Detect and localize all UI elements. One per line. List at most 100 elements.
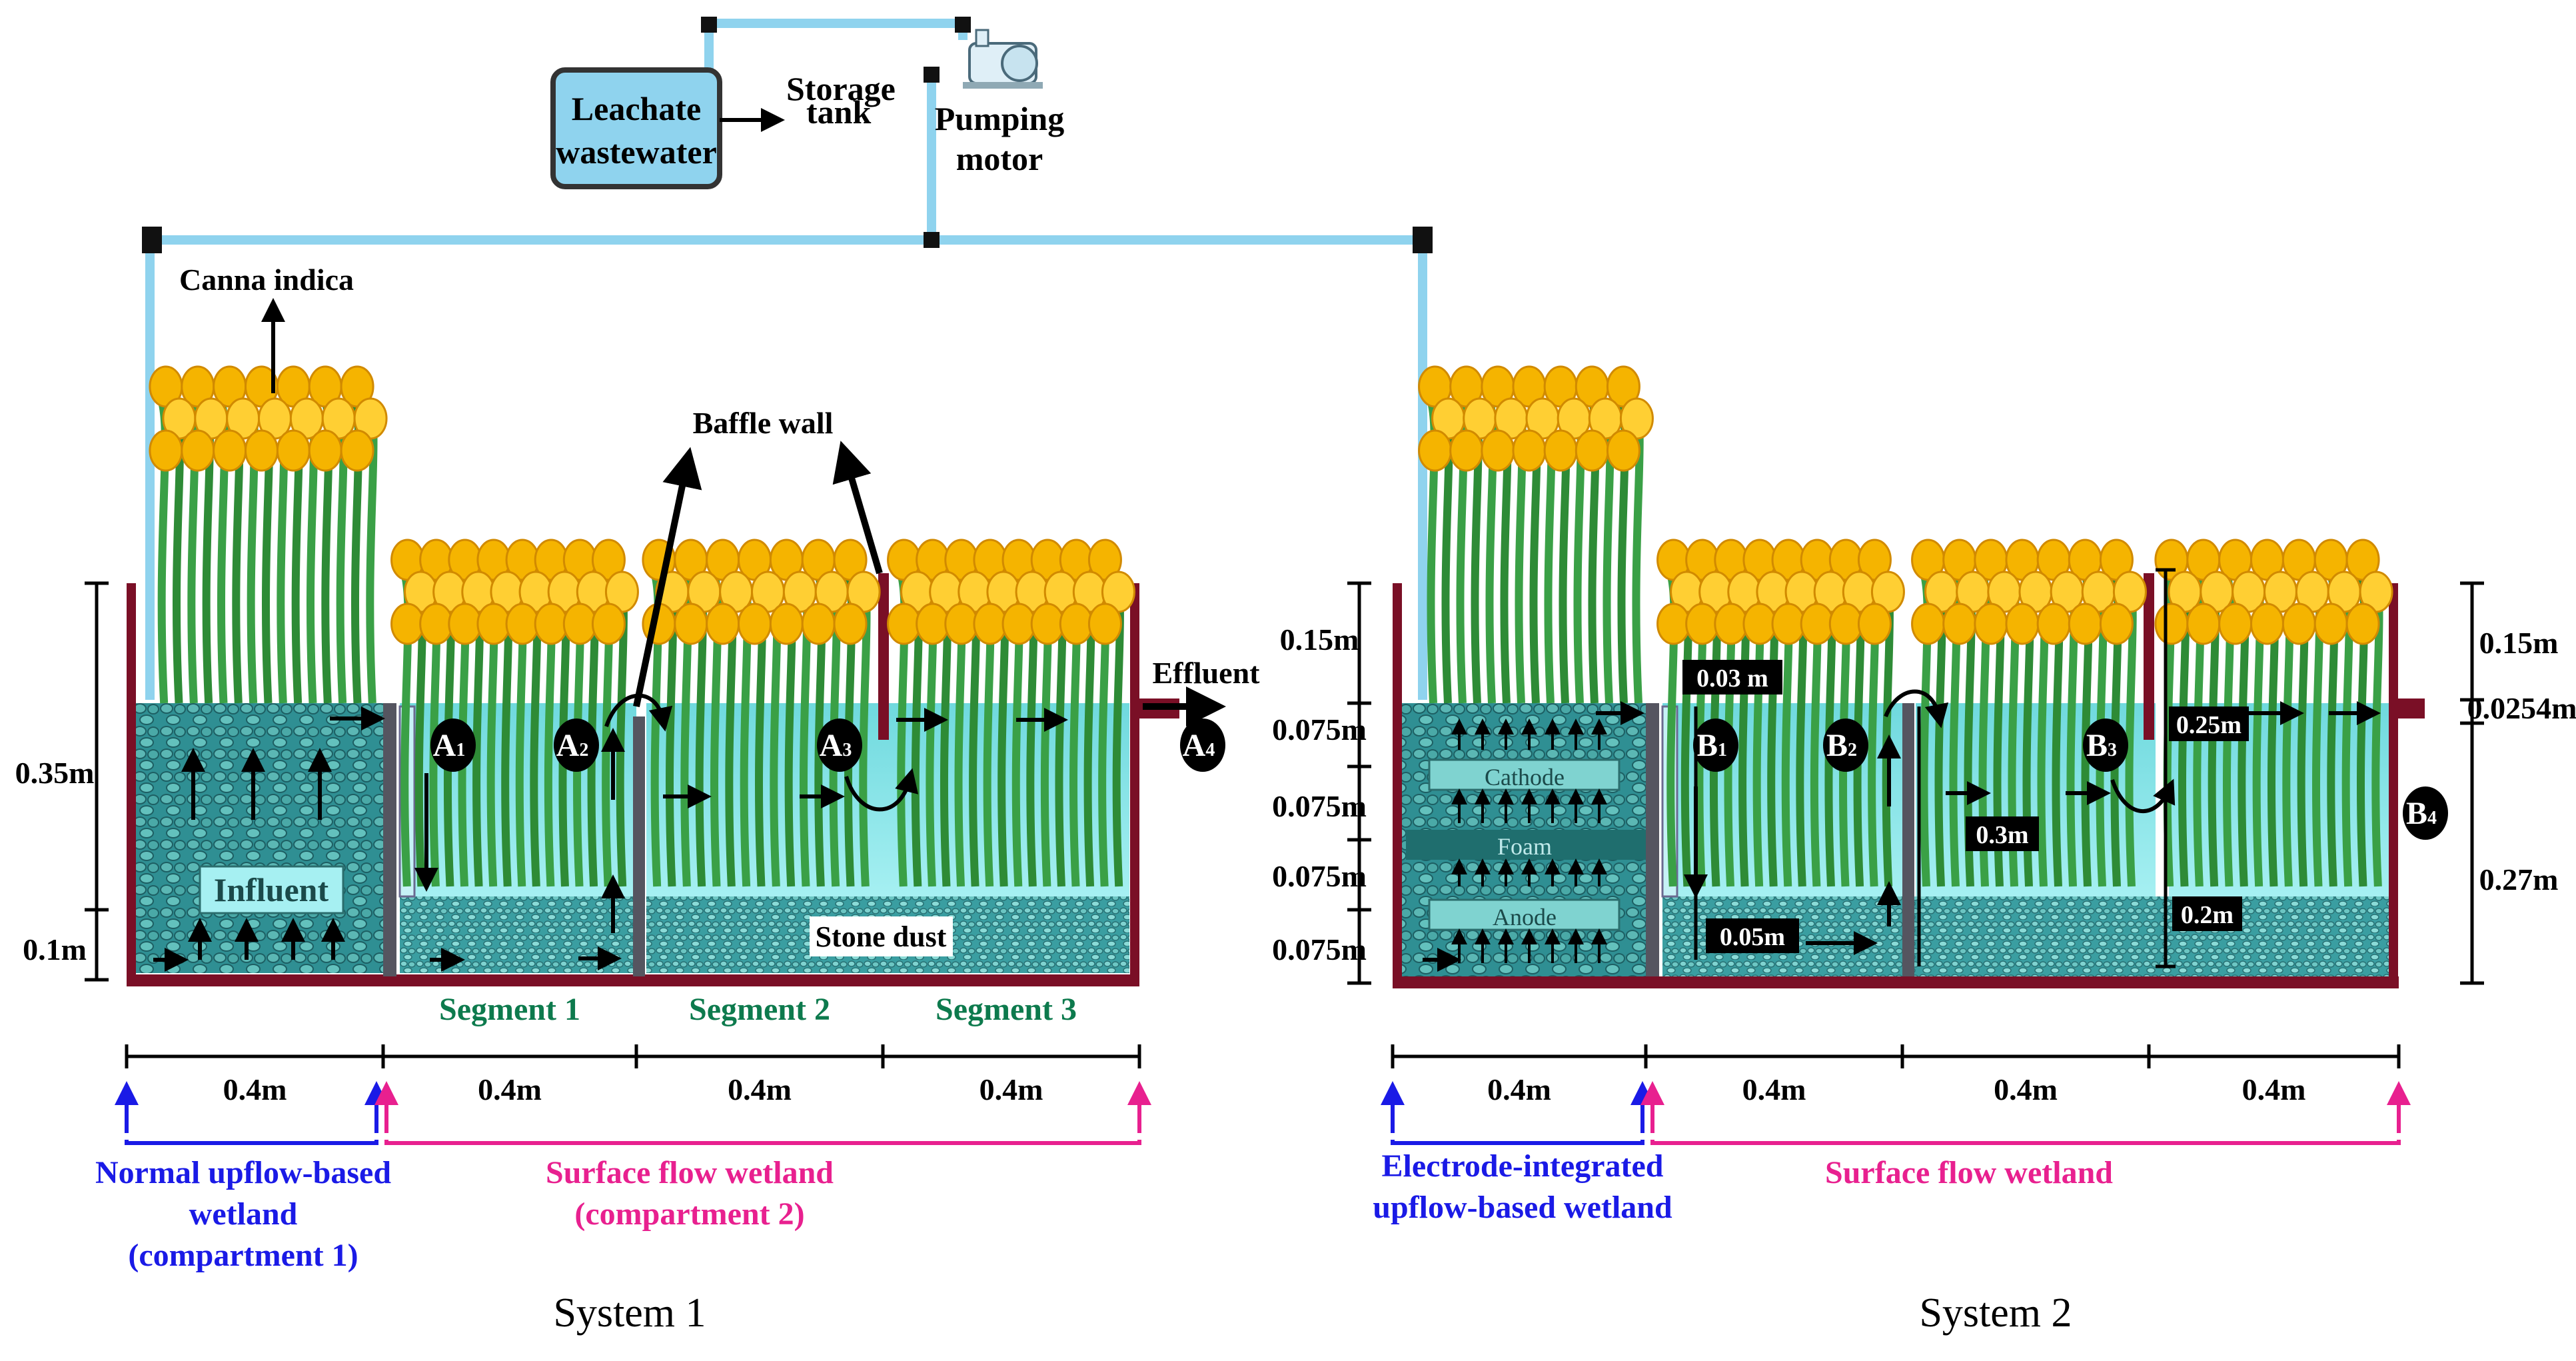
s2-cathode [1428,758,1620,791]
baffle-arrow [2110,778,2176,814]
s1-dividers [383,703,645,976]
flower [2250,603,2284,645]
s2-compartment1-line-1: Electrode-integrated [1382,1148,1664,1184]
compartment1-line-2: wetland [189,1196,298,1232]
flow-arrows [153,298,2381,972]
flower [1606,429,1640,472]
flower [1418,429,1453,472]
flower [1543,429,1578,472]
canna-plants [149,365,2393,887]
flower [308,429,342,472]
right-height-1: 0.15m [2479,626,2559,660]
anode-label: Anode [1493,904,1557,930]
flower [1911,603,1946,645]
flower [1087,603,1122,645]
flower [2036,603,2071,645]
flower [1449,429,1484,472]
flower [916,603,950,645]
pump-icon [963,29,1043,89]
baffle-pointer [633,447,702,708]
flower [674,603,708,645]
left-height-2: 0.075m [1272,712,1367,746]
influent-box [199,865,344,914]
tag-03-label: 0.3m [1976,821,2028,849]
flower [340,429,374,472]
s2-dividers [1646,703,1914,976]
tag-005-box [1706,918,1799,953]
bracket-s2-comp2 [1650,1140,2401,1145]
width-scale-s2-label-4: 0.4m [2242,1072,2306,1106]
flower [706,603,740,645]
flower [1656,603,1691,645]
flower [534,603,568,645]
flower [390,603,425,645]
s2-foam [1406,830,1646,860]
flower [562,603,597,645]
influent-label: Influent [214,871,329,908]
point-a4-label: A4 [1183,728,1215,763]
stone-dust-box [810,916,953,956]
compartment2-line-2: (compartment 2) [574,1196,804,1232]
tag-03-box [1966,816,2039,851]
baffle-arrow [844,768,919,812]
bracket-s1-comp1 [125,1140,378,1145]
flower [738,603,772,645]
flower [245,429,279,472]
flower [769,603,804,645]
compartment2-line-1: Surface flow wetland [546,1155,834,1190]
left-height-3: 0.075m [1272,789,1367,823]
width-scale-s1-label-2: 0.4m [478,1072,542,1106]
width-scale-s1-label-4: 0.4m [979,1072,1043,1106]
plant-label: Canna indica [179,263,354,297]
width-scale-s2-label-1: 0.4m [1487,1072,1551,1106]
system-2-title: System 2 [1919,1290,2072,1336]
point-b3-marker [2083,718,2128,772]
storage-box-line1: Leachate [572,90,701,127]
tag-025-box [2169,706,2249,741]
point-a4-marker [1180,718,1225,772]
flower [181,429,215,472]
segment-2-label: Segment 2 [689,992,830,1027]
s2-compartment1-line-2: upflow-based wetland [1373,1190,1672,1225]
point-b1-marker [1693,718,1738,772]
plant-s1-seg2 [642,539,881,887]
plant-s2-seg3 [2154,539,2393,887]
bracket-s2-comp1 [1391,1140,1644,1145]
tag-005-label: 0.05m [1720,923,1785,951]
right-height-2: 0.0254m [2467,691,2576,725]
flower [2218,603,2253,645]
segment-1-label: Segment 1 [439,992,580,1027]
flower [833,603,868,645]
flower [476,603,511,645]
compartment1-line-1: Normal upflow-based [95,1155,391,1190]
flower [1828,603,1863,645]
point-a1-marker [430,718,476,772]
storage-box-line2: wastewater [556,133,717,171]
plant-s1-seg3 [887,539,1135,887]
cathode-label: Cathode [1485,764,1565,790]
effluent-label: Effluent [1153,656,1261,690]
foam-label: Foam [1497,833,1552,860]
point-b4-marker [2403,786,2448,840]
flower [973,603,1007,645]
flower [2068,603,2102,645]
tag-003-label: 0.03 m [1696,665,1768,692]
flower [448,603,482,645]
plant-s1-seg1 [390,539,639,887]
baffle-label: Baffle wall [693,406,834,440]
pump-label-line2: motor [956,140,1043,177]
flower [276,429,311,472]
bracket-s1-comp2 [384,1140,1141,1145]
point-b2-marker [1823,718,1868,772]
plant-s2-seg1 [1656,539,1905,887]
weir-arrow [1884,689,1949,728]
flower [1512,429,1547,472]
flower [1742,603,1777,645]
height-base-label: 0.1m [23,932,87,966]
flower [591,603,626,645]
plant-s2-upflow [1418,365,1654,704]
segment-3-label: Segment 3 [936,992,1077,1027]
s2-tank-walls [1393,573,2425,988]
